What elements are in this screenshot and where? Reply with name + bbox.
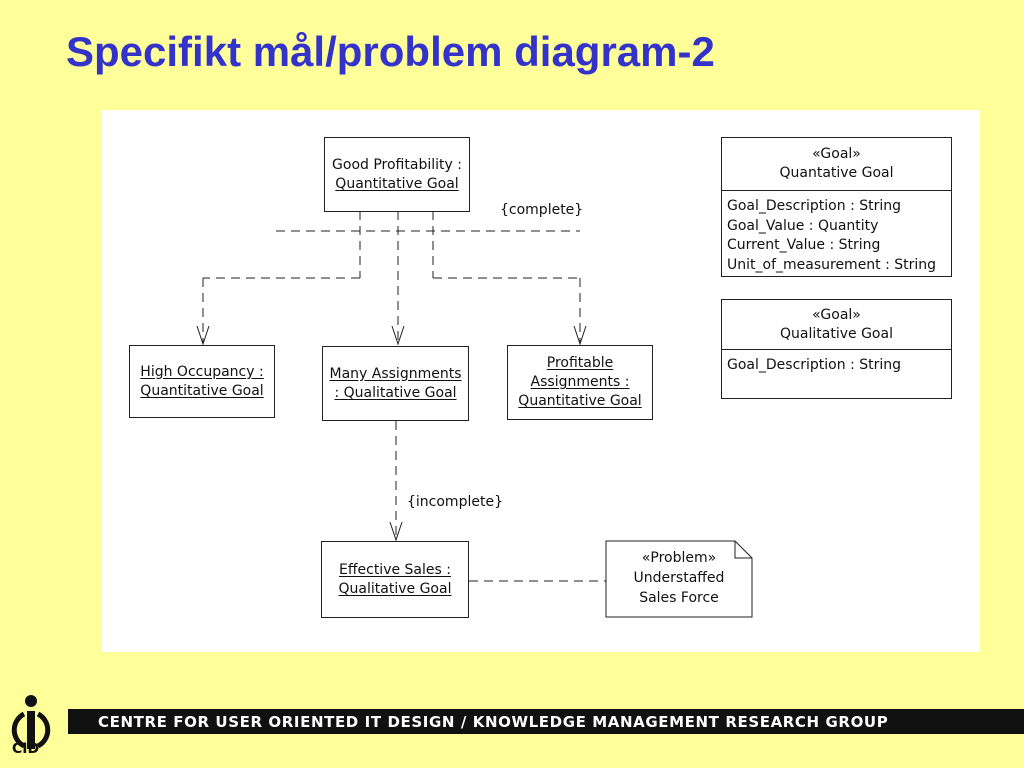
node-effective-sales-line2: Qualitative Goal (338, 580, 452, 597)
class-qualitative-goal-header: «Goal» Qualitative Goal (722, 300, 951, 350)
attribute: Current_Value : String (727, 237, 881, 253)
attribute: Unit_of_measurement : String (727, 256, 937, 273)
arrowhead-high-occupancy (196, 325, 210, 346)
node-profitable-assignments-line1: Profitable (546, 355, 614, 371)
class-qualitative-goal: «Goal» Qualitative Goal Goal_Description… (721, 299, 952, 399)
node-high-occupancy: High Occupancy : Quantitative Goal (129, 345, 275, 418)
class-quantative-goal-attributes: Goal_Description : String Goal_Value : Q… (722, 191, 951, 275)
class-qualitative-goal-stereotype: «Goal» (812, 306, 861, 323)
arrowhead-profitable-assignments (573, 325, 587, 346)
problem-note: «Problem» Understaffed Sales Force (606, 548, 752, 608)
class-quantative-goal-name: Quantative Goal (779, 165, 894, 181)
slide-title: Specifikt mål/problem diagram-2 (66, 28, 715, 75)
class-qualitative-goal-name: Qualitative Goal (780, 325, 893, 342)
note-line1: Understaffed (633, 570, 725, 586)
diagram-connectors (196, 211, 753, 618)
node-effective-sales: Effective Sales : Qualitative Goal (321, 541, 469, 618)
node-many-assignments-line1: Many Assignments (329, 365, 462, 382)
constraint-complete: {complete} (500, 202, 584, 218)
cid-logo-icon (11, 695, 51, 749)
logo-label: CID (12, 741, 40, 757)
attribute: Goal_Description : String (727, 198, 902, 214)
diagram-panel: Good Profitability : Quantitative Goal H… (102, 110, 980, 652)
class-quantative-goal: «Goal» Quantative Goal Goal_Description … (721, 137, 952, 277)
note-fold (734, 541, 752, 559)
note-shape (605, 540, 753, 618)
footer-text: CENTRE FOR USER ORIENTED IT DESIGN / KNO… (98, 712, 889, 731)
footer-bar: CENTRE FOR USER ORIENTED IT DESIGN / KNO… (68, 709, 1024, 734)
node-many-assignments: Many Assignments : Qualitative Goal (322, 346, 469, 421)
node-profitable-assignments-line2: Assignments : (530, 374, 630, 390)
node-high-occupancy-line1: High Occupancy : (140, 363, 264, 380)
arrowhead-many-assignments (391, 325, 405, 346)
node-many-assignments-line2: : Qualitative Goal (334, 384, 457, 401)
node-good-profitability-line2: Quantitative Goal (335, 175, 459, 192)
class-quantative-goal-stereotype: «Goal» (812, 146, 861, 162)
class-qualitative-goal-attributes: Goal_Description : String (722, 350, 951, 376)
node-high-occupancy-line2: Quantitative Goal (140, 382, 264, 399)
arrowhead-effective-sales (389, 521, 403, 542)
attribute: Goal_Description : String (727, 357, 902, 373)
node-profitable-assignments-line3: Quantitative Goal (518, 393, 642, 409)
node-profitable-assignments: Profitable Assignments : Quantitative Go… (507, 345, 653, 420)
attribute: Goal_Value : Quantity (727, 217, 879, 234)
note-stereotype: «Problem» (641, 550, 717, 566)
node-good-profitability-line1: Good Profitability : (332, 156, 462, 173)
class-quantative-goal-header: «Goal» Quantative Goal (722, 138, 951, 191)
constraint-incomplete: {incomplete} (407, 494, 503, 510)
node-effective-sales-line1: Effective Sales : (339, 561, 451, 578)
note-line2: Sales Force (639, 590, 719, 606)
node-good-profitability: Good Profitability : Quantitative Goal (324, 137, 470, 212)
